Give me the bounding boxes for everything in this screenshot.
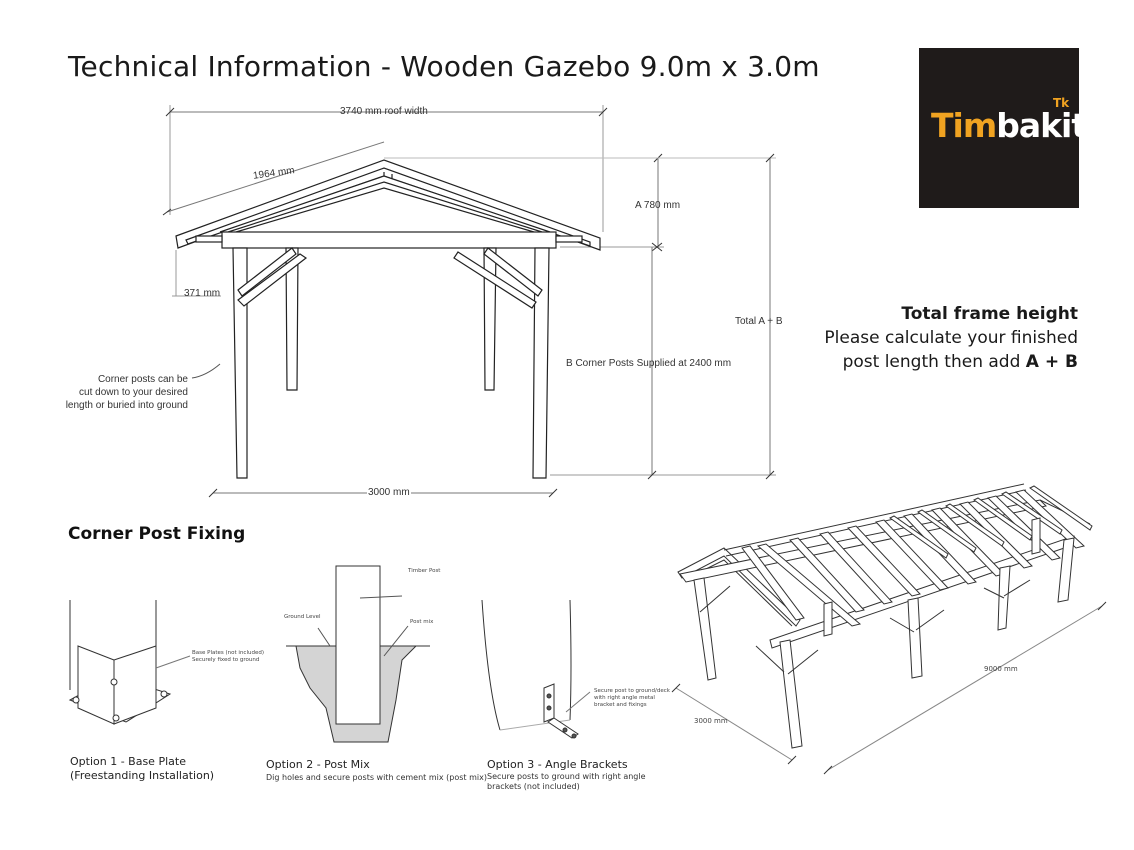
frame-height-line2: post length then add A + B (842, 352, 1078, 372)
perspective-length-label: 9000 mm (984, 665, 1018, 673)
logo-superscript: Tk (1053, 96, 1070, 110)
option2-title: Option 2 - Post Mix (266, 758, 370, 771)
option1-caption: Option 1 - Base Plate (Freestanding Inst… (70, 755, 215, 782)
option3-desc: Secure posts to ground with right angle … (487, 772, 646, 791)
post-mix-illustration (286, 565, 430, 743)
gazebo-perspective-drawing (671, 483, 1107, 775)
total-height-label: Total A + B (735, 316, 783, 327)
corner-post-fixing-heading: Corner Post Fixing (68, 524, 246, 544)
timber-post-label: Timber Post (408, 568, 441, 574)
page-title: Technical Information - Wooden Gazebo 9.… (68, 50, 820, 83)
option2-desc: Dig holes and secure posts with cement m… (266, 773, 487, 782)
frame-height-note: Total frame height Please calculate your… (800, 302, 1078, 374)
base-plate-illustration (68, 600, 191, 725)
option3-title: Option 3 - Angle Brackets (487, 758, 628, 771)
base-width-label: 3000 mm (367, 487, 411, 498)
logo-wordmark: Timbakit (931, 106, 1087, 145)
post-mix-label: Post mix (410, 619, 434, 625)
perspective-width-label: 3000 mm (694, 717, 728, 725)
brand-logo: Timbakit Tk (919, 48, 1087, 208)
angle-bracket-illustration (481, 599, 591, 739)
b-posts-label: B Corner Posts Supplied at 2400 mm (566, 358, 732, 369)
frame-height-line1: Please calculate your finished (824, 328, 1078, 348)
a-height-label: A 780 mm (635, 200, 681, 211)
roof-width-label: 3740 mm roof width (340, 106, 428, 117)
base-plate-callout: Base Plates (not included) Securely fixe… (192, 650, 264, 663)
ground-level-label: Ground Level (284, 614, 321, 620)
posts-note: Corner posts can be cut down to your des… (65, 374, 188, 411)
frame-height-heading: Total frame height (901, 304, 1078, 324)
overhang-label: 371 mm (184, 288, 221, 299)
angle-bracket-callout: Secure post to ground/deck with right an… (594, 688, 670, 708)
